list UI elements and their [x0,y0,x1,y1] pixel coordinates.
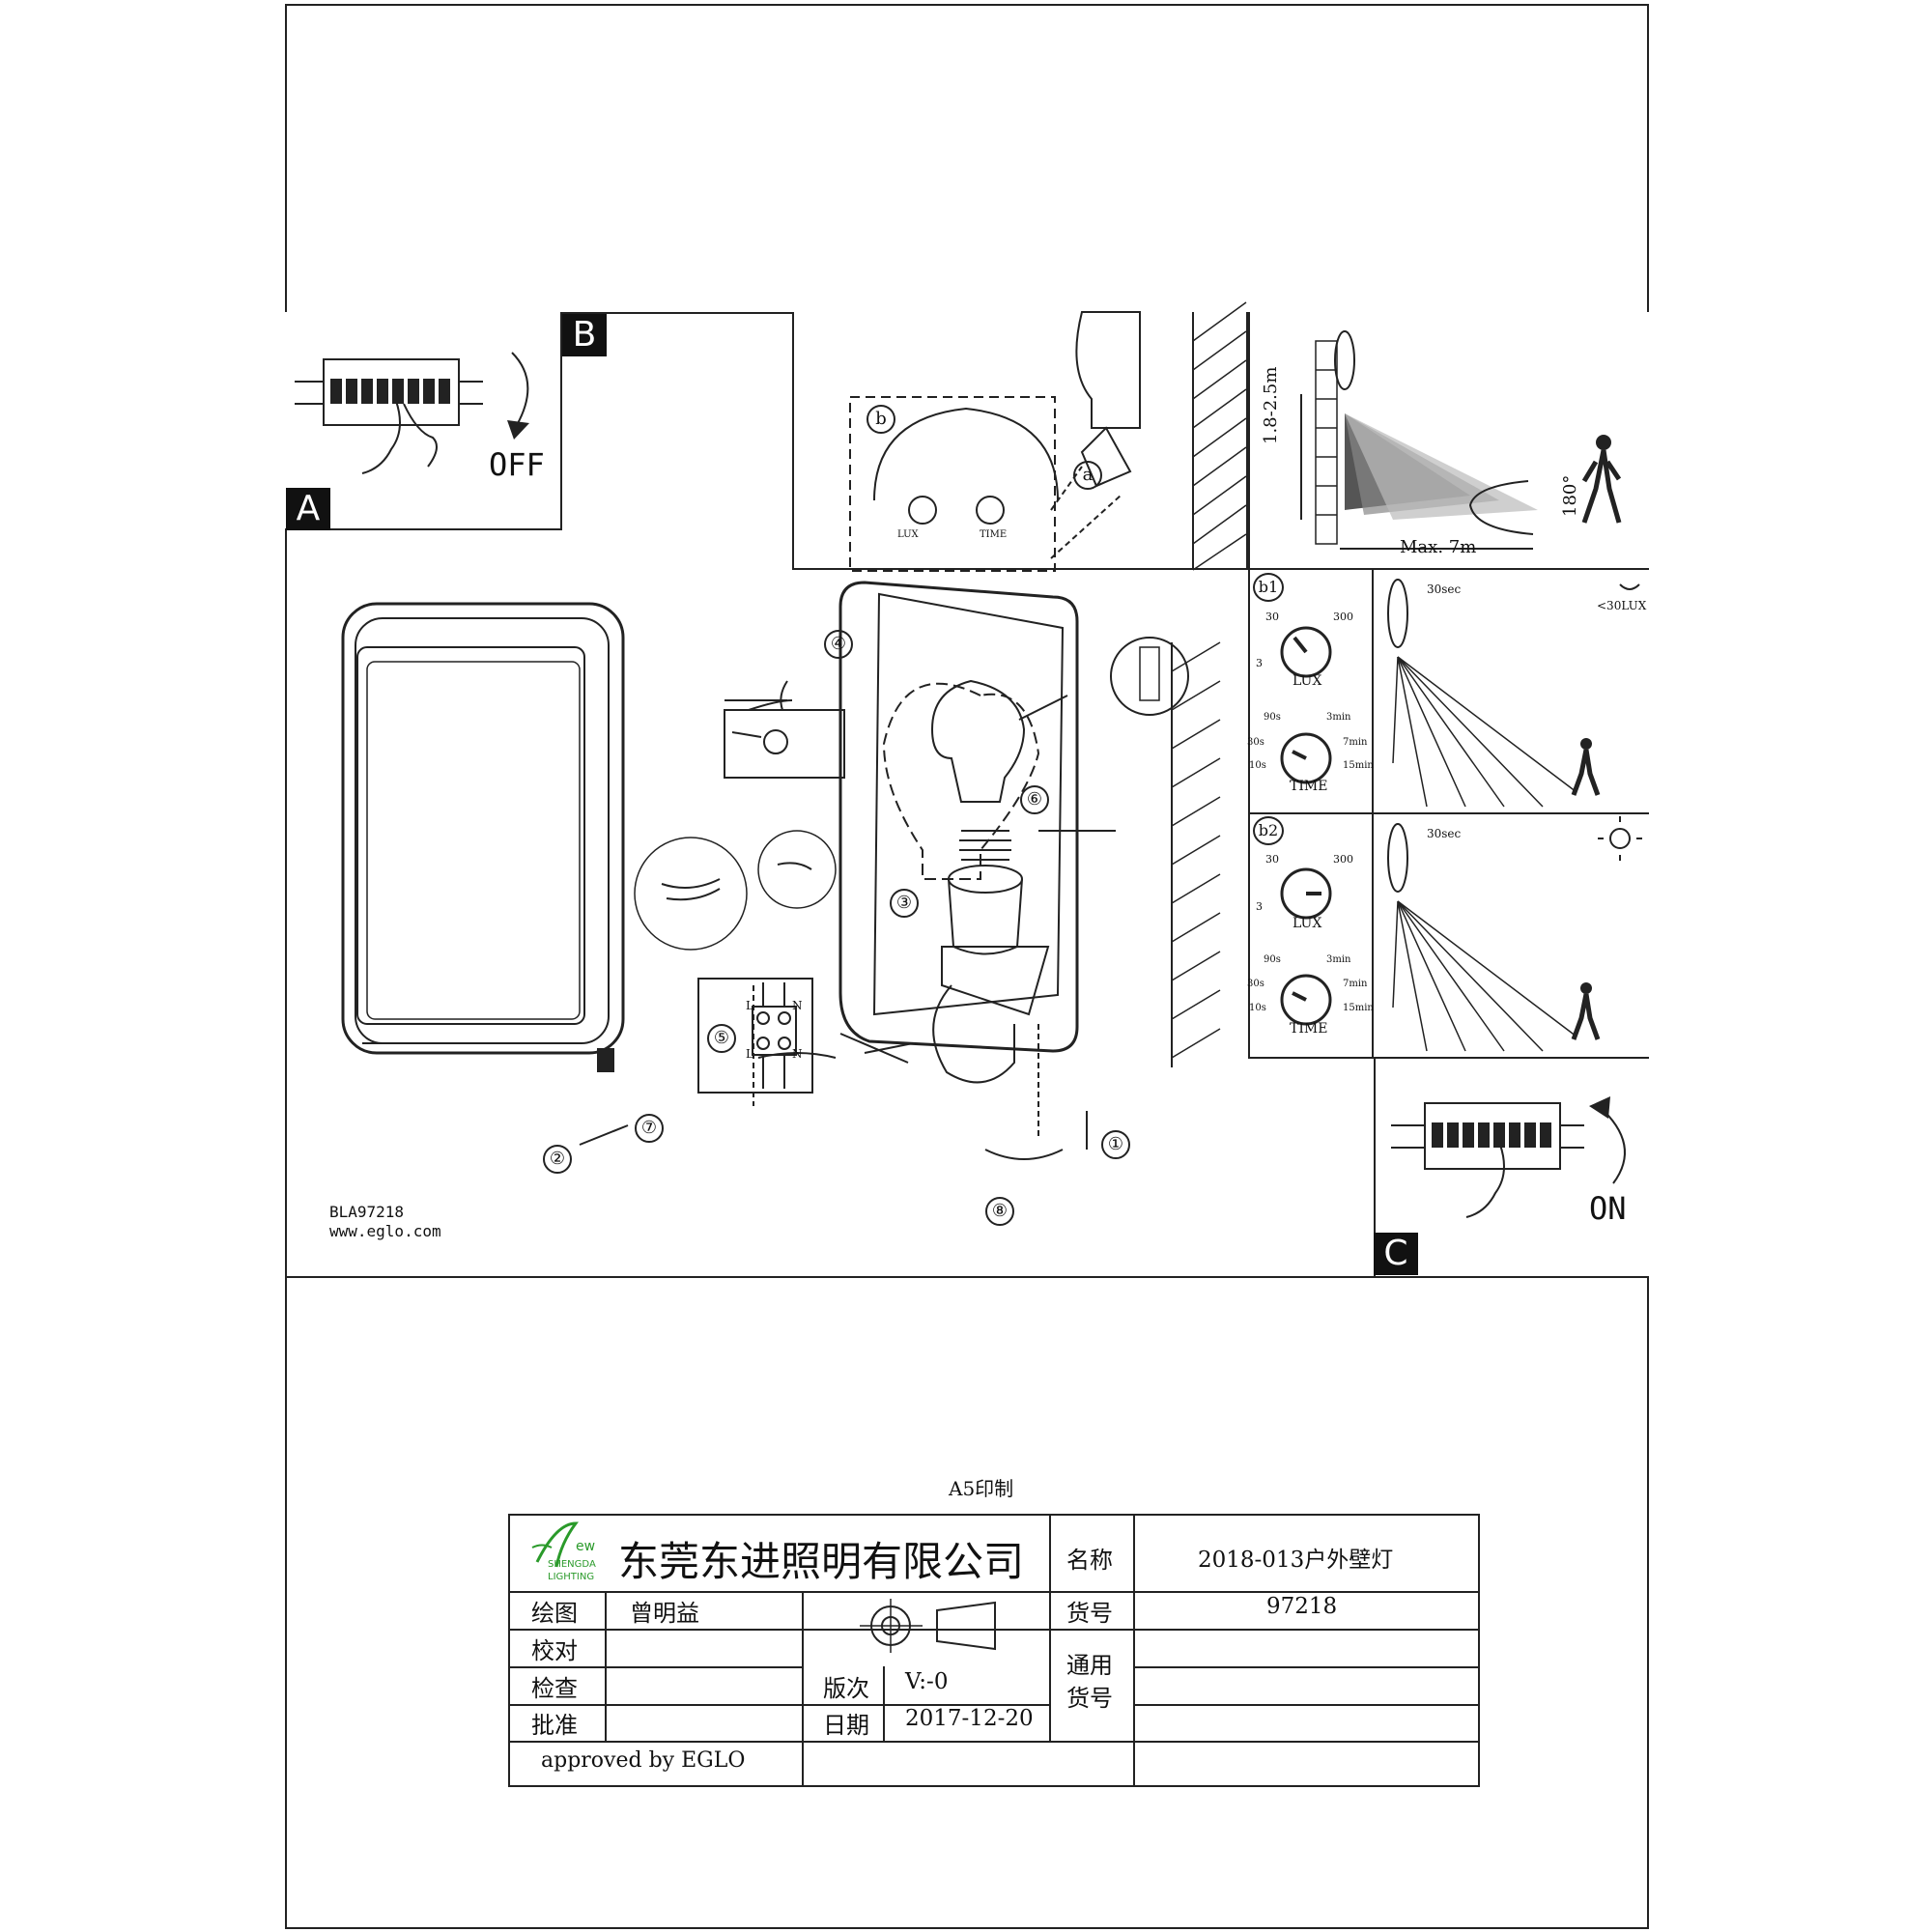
logo-text-2: SHENGDA [548,1559,596,1570]
item-label: 货号 [1066,1600,1113,1627]
name-label: 名称 [1066,1547,1113,1574]
b1-light-condition: <30LUX [1597,599,1647,612]
breaker-on-illustration [1391,1096,1626,1218]
b2-dials-illustration [1280,867,1332,1026]
logo-text-1: ew [576,1539,596,1554]
step-6-marker: ⑥ [1020,785,1049,814]
check-label: 校对 [531,1637,578,1664]
panel-switch-on [1374,1059,1649,1276]
b2-time-t3: 30s [1247,979,1264,989]
inspect-label: 检查 [531,1675,578,1702]
b1-lux-max: 300 [1333,611,1353,623]
b1-lux-mid: 30 [1265,611,1279,623]
detail-a-marker: a [1073,461,1102,490]
model-number: BLA97218 [329,1203,405,1221]
approve-label: 批准 [531,1712,578,1739]
b1-time-t1: 90s [1264,712,1281,723]
version-label: 版次 [823,1675,869,1702]
detection-range-illustration [1300,330,1622,550]
b2-lux-mid: 30 [1265,853,1279,866]
title-block [508,1514,1480,1787]
step-5-marker: ⑤ [707,1024,736,1053]
step-8-marker: ⑧ [985,1197,1014,1226]
name-value: 2018-013户外壁灯 [1198,1548,1394,1573]
switch-on-label: ON [1589,1190,1627,1227]
step-1-marker: ① [1101,1130,1130,1159]
b2-time-t2: 3min [1326,954,1351,965]
b2-lux-min: 3 [1256,900,1263,913]
wall-hatch [1171,641,1221,1067]
lamp-front-view [341,602,625,1072]
b2-scene-illustration [1387,816,1642,1052]
company-name: 东莞东进照明有限公司 [618,1538,1025,1585]
step-7-marker: ⑦ [635,1114,664,1143]
b2-lux-label: LUX [1293,916,1322,931]
max-distance-label: Max. 7m [1400,537,1477,557]
b1-time-t4: 7min [1343,737,1368,748]
b1-lux-min: 3 [1256,657,1263,669]
b1-lux-label: LUX [1293,673,1322,689]
b1-dials-illustration [1280,626,1332,784]
b2-time-t1: 90s [1264,954,1281,965]
b1-time-t2: 3min [1326,712,1351,723]
switch-off-label: OFF [489,446,545,483]
panel-b2-dials [1248,814,1374,1059]
website: www.eglo.com [329,1222,441,1240]
b2-time-t5: 10s [1249,1003,1266,1013]
version-value: V:-0 [905,1669,949,1694]
b2-time-label: TIME [1290,1021,1328,1037]
terminal-n-bottom: N [792,1047,803,1061]
wire-detail-illustration [634,830,837,951]
step-4-marker: ④ [824,630,853,659]
b2-marker: b2 [1253,816,1284,845]
detail-b-marker: b [867,405,895,434]
panel-b-badge: B [562,314,607,356]
b2-time-t4: 7min [1343,979,1368,989]
logo-text-3: LIGHTING [548,1572,595,1582]
breaker-off-illustration [295,352,529,474]
company-logo [531,1521,580,1568]
b2-lux-max: 300 [1333,853,1353,866]
b2-time-setting: 30sec [1427,827,1462,840]
print-note: A5印制 [949,1477,1014,1500]
mount-height-label: 1.8-2.5m [1261,366,1281,444]
panel-switch-off [285,312,562,530]
sensor-detail-illustration [849,301,1247,572]
divider-bottom [285,1276,1649,1278]
detail-time-label: TIME [980,529,1008,540]
terminal-l-top: L [746,999,753,1012]
detection-angle-label: 180° [1560,474,1580,517]
step-2-marker: ② [543,1145,572,1174]
lamp-exploded-view [724,581,1189,1160]
date-label: 日期 [823,1712,869,1739]
drawn-label: 绘图 [531,1600,578,1627]
general-label-2: 货号 [1066,1685,1113,1712]
panel-a-badge: A [286,488,330,530]
b1-time-t5: 10s [1249,760,1266,771]
b2-time-t6: 15min [1343,1003,1374,1013]
b1-scene-illustration [1387,579,1640,808]
detail-lux-label: LUX [897,529,919,540]
item-value: 97218 [1266,1594,1338,1619]
panel-sensor-detail [792,312,1248,570]
terminal-n-top: N [792,999,803,1012]
approved-by: approved by EGLO [541,1748,746,1773]
b1-time-t6: 15min [1343,760,1374,771]
b1-marker: b1 [1253,573,1284,602]
date-value: 2017-12-20 [905,1706,1034,1731]
step-3-marker: ③ [890,889,919,918]
panel-detection-range [1248,312,1649,570]
panel-b1-dials [1248,570,1374,814]
projection-symbol [860,1599,996,1653]
terminal-block [697,978,813,1094]
general-label-1: 通用 [1066,1652,1113,1679]
b1-time-label: TIME [1290,779,1328,794]
panel-c-badge: C [1374,1233,1418,1275]
drawn-value: 曾明益 [630,1600,699,1627]
terminal-l-bottom: L [746,1047,753,1061]
b1-time-t3: 30s [1247,737,1264,748]
arrow-2-7 [579,1124,629,1146]
b1-time-setting: 30sec [1427,582,1462,596]
screw-detail-box [724,709,845,779]
